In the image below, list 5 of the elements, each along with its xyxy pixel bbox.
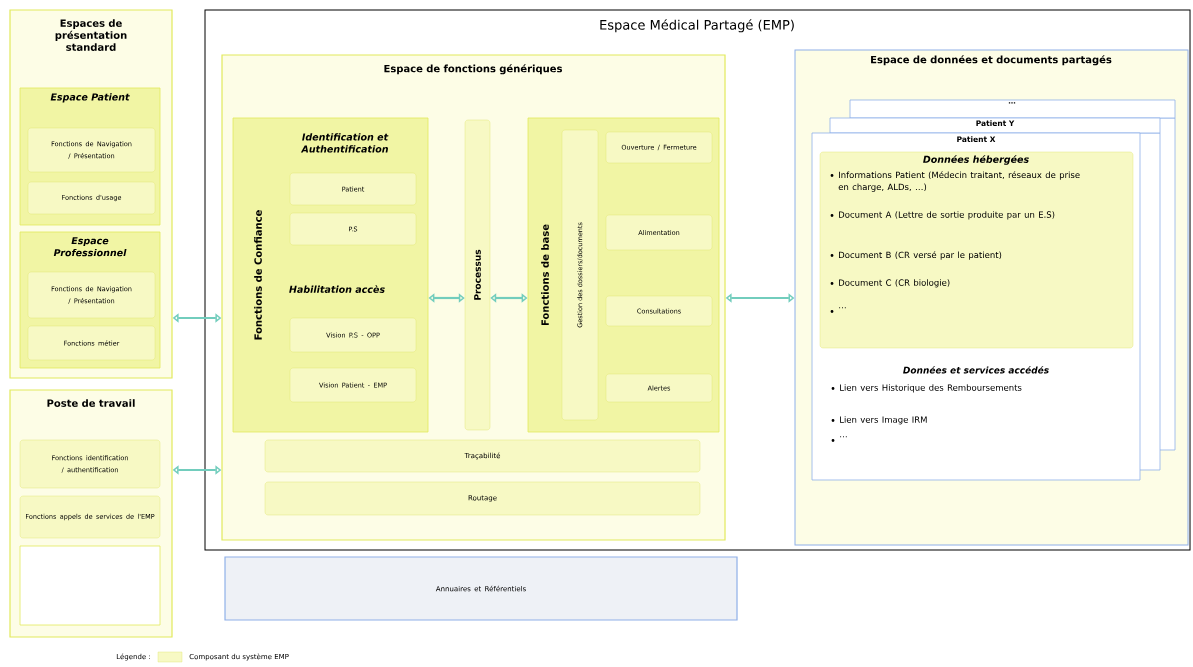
empty-box [19,545,161,626]
double-arrow [490,293,528,303]
component-box: Données hébergées Informations Patient (Médecin traitant, réseaux de prise en charge, ALDs, …) Document A (Lettre de sortie produite par un E.S) Document B (CR versé par le patient) Document C (CR biologie) … [819,151,1134,349]
component-box: Processus [464,119,491,431]
double-arrow [428,293,465,303]
